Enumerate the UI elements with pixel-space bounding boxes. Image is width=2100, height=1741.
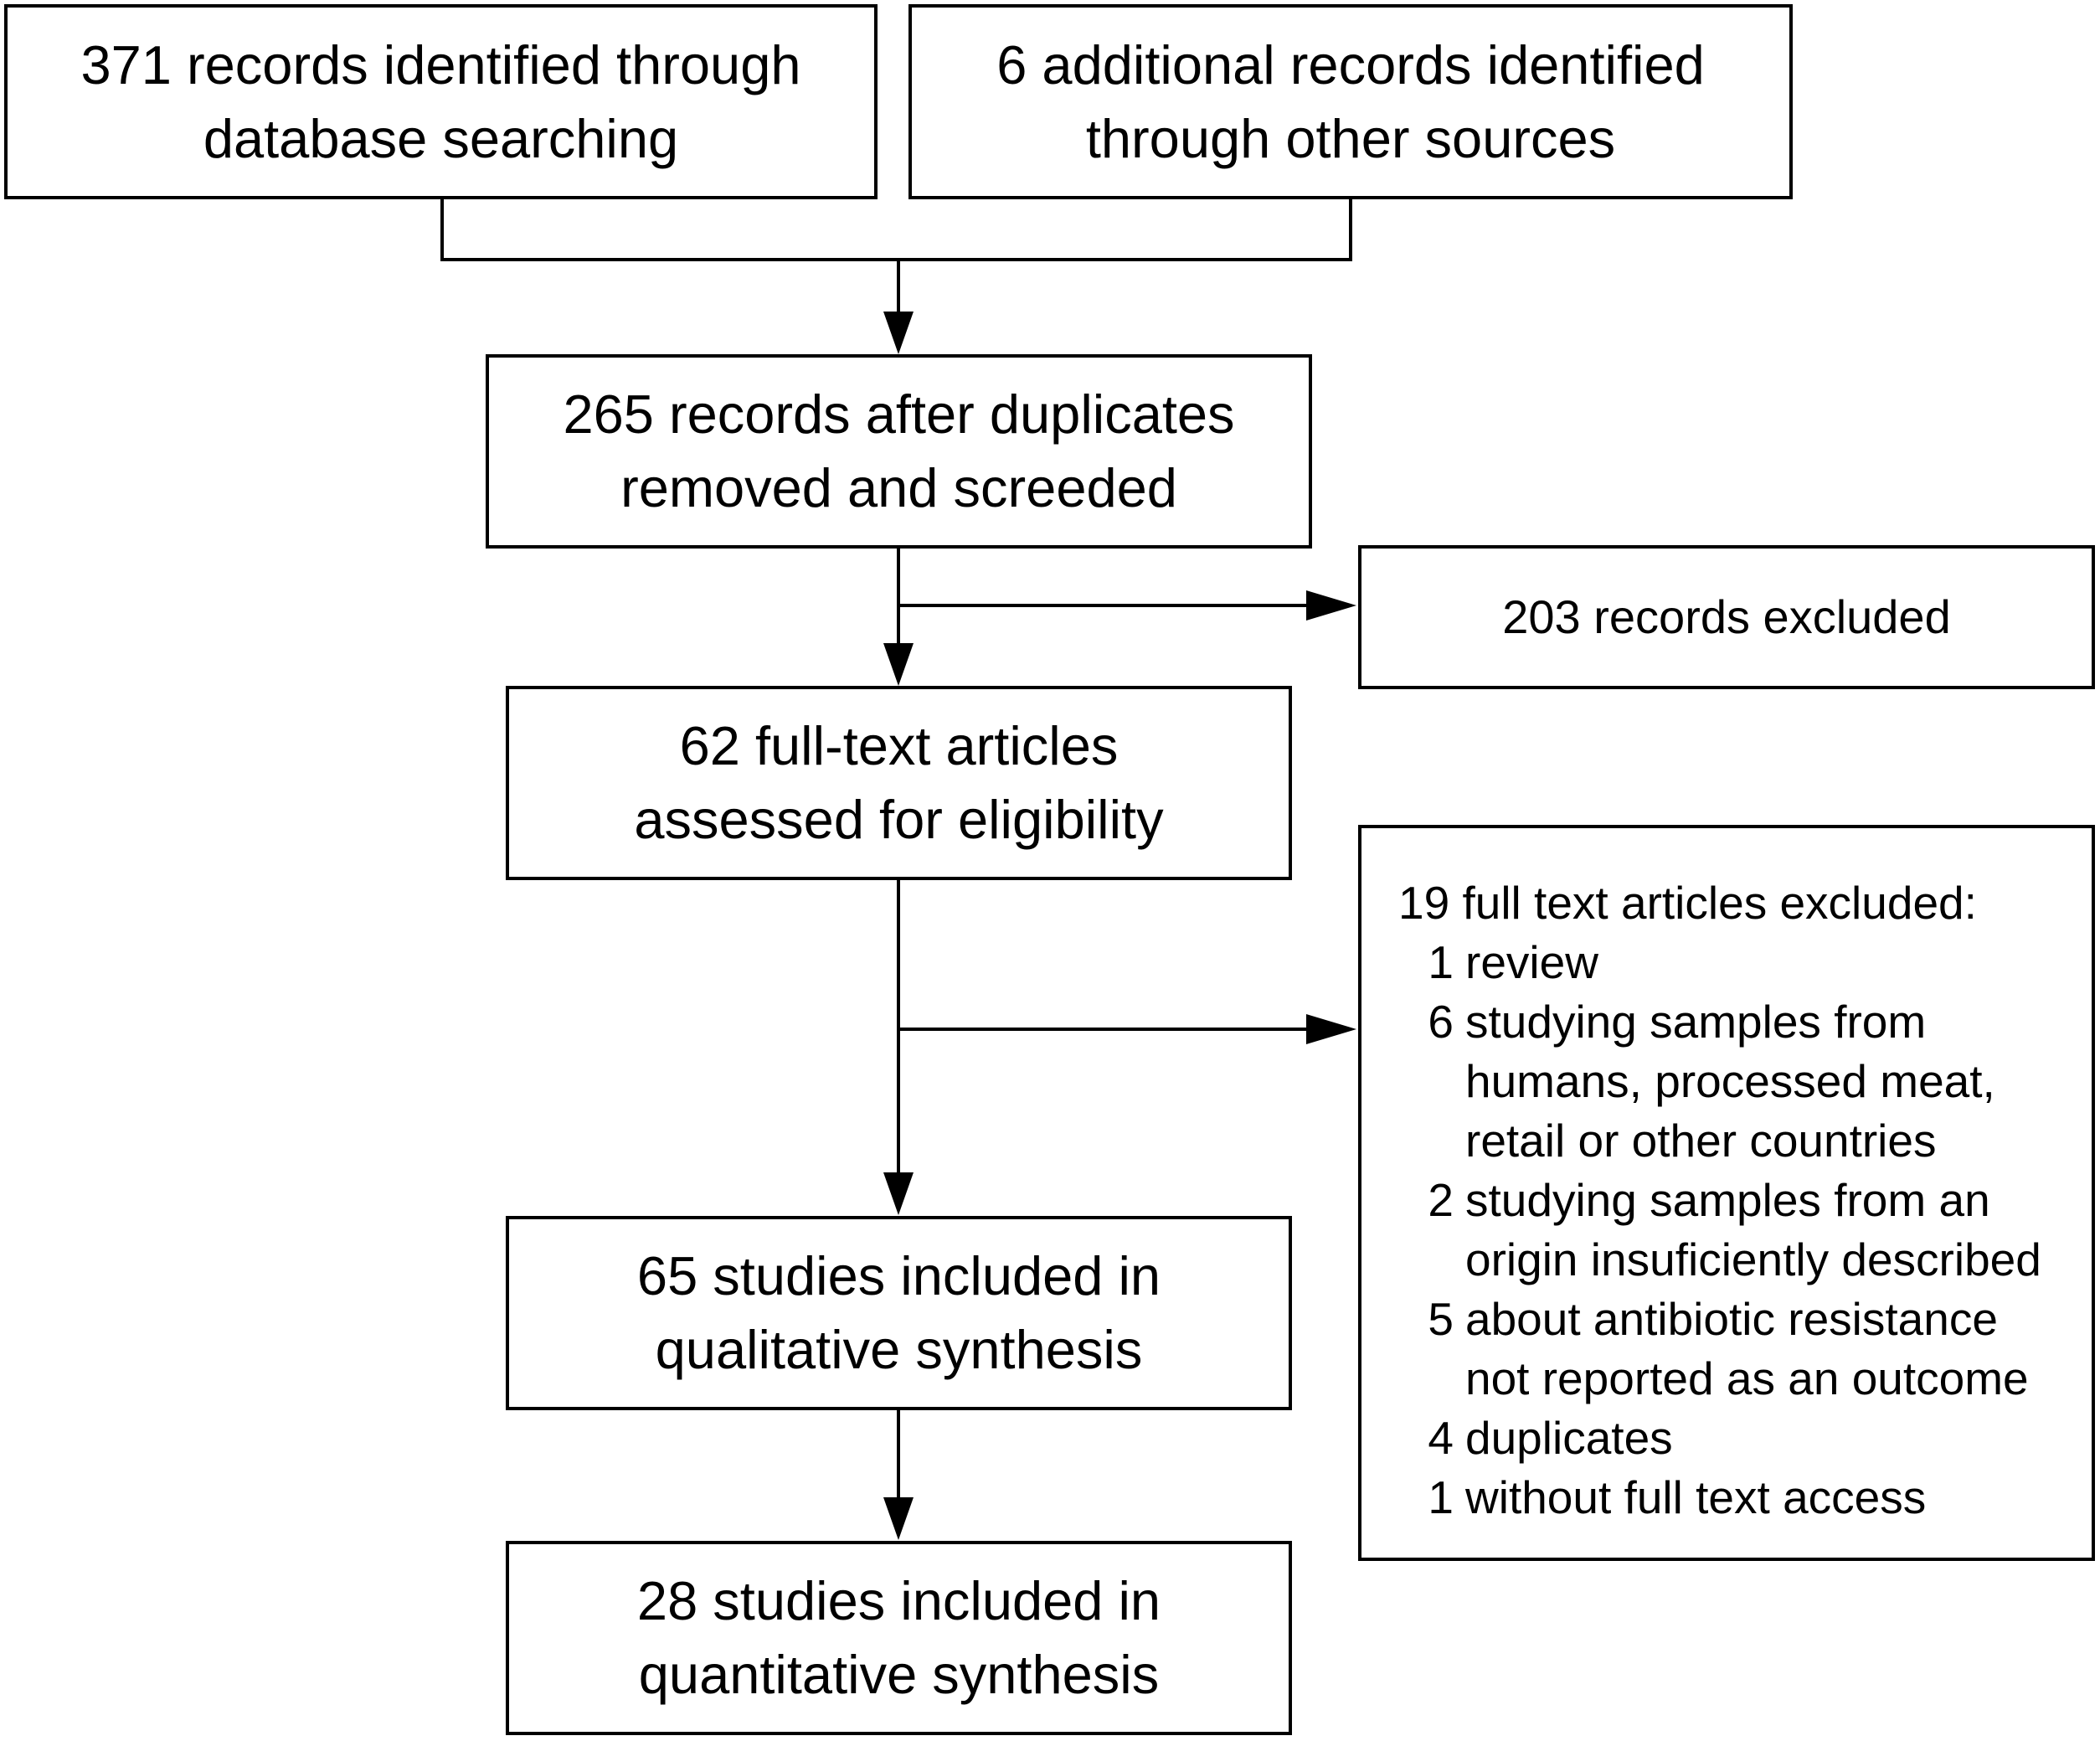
excluded-reason: 5 about antibiotic resistance not report…	[1398, 1290, 2029, 1409]
database-search-line-1: 371 records identified through	[80, 33, 801, 95]
excluded-reason-text: duplicates	[1465, 1412, 1673, 1464]
excluded-reason-count: 2	[1428, 1174, 1454, 1226]
excluded-reason: 2 studying samples from an origin insufi…	[1398, 1171, 2041, 1290]
arrowhead-after-duplicates	[883, 312, 914, 354]
quantitative-line-2: quantitative synthesis	[638, 1644, 1160, 1705]
arrowhead-full-text	[883, 643, 914, 686]
excluded-reason-count: 1	[1428, 936, 1454, 988]
excluded-reason-text: origin insuficiently described	[1465, 1234, 2041, 1285]
excluded-reason: 4 duplicates	[1398, 1409, 1673, 1468]
excluded-heading: 19 full text articles excluded:	[1398, 877, 1977, 929]
qualitative-line-2: qualitative synthesis	[655, 1319, 1143, 1380]
arrowhead-records-excluded	[1306, 590, 1356, 621]
excluded-reason-text: studying samples from an	[1465, 1174, 1990, 1226]
quantitative-line-1: 28 studies included in	[636, 1570, 1161, 1631]
arrowhead-quantitative	[883, 1497, 914, 1540]
other-sources-line-1: 6 additional records identified	[996, 33, 1705, 95]
excluded-reason: 1 without full text access	[1398, 1468, 1926, 1527]
excluded-reason-text: studying samples from	[1465, 996, 1927, 1048]
full-text-line-2: assessed for eligibility	[634, 789, 1164, 850]
after-duplicates-line-2: removed and screeded	[620, 457, 1177, 518]
excluded-reason-count: 5	[1428, 1293, 1454, 1345]
database-search-box: 371 records identified through database …	[4, 4, 878, 199]
excluded-reason: 6 studying samples from humans, processe…	[1398, 992, 1995, 1171]
arrowhead-ft-excluded	[1306, 1014, 1356, 1044]
full-text-assessed-box: 62 full-text articles assessed for eligi…	[506, 686, 1292, 880]
excluded-reason-count: 6	[1428, 996, 1454, 1048]
qualitative-synthesis-box: 65 studies included in qualitative synth…	[506, 1216, 1292, 1410]
excluded-reason-text: not reported as an outcome	[1465, 1352, 2029, 1404]
excluded-reason-text: about antibiotic resistance	[1465, 1293, 1998, 1345]
database-search-line-2: database searching	[203, 107, 679, 169]
excluded-reason-count: 4	[1428, 1412, 1454, 1464]
excluded-reason: 1 review	[1398, 933, 1598, 992]
merge-connector	[440, 199, 1352, 261]
excluded-reason-text: review	[1465, 936, 1598, 988]
full-text-line-1: 62 full-text articles	[679, 715, 1119, 776]
after-duplicates-box: 265 records after duplicates removed and…	[486, 354, 1312, 549]
excluded-reason-text: humans, processed meat,	[1465, 1055, 1995, 1107]
other-sources-line-2: through other sources	[1085, 107, 1616, 169]
records-excluded-line: 203 records excluded	[1502, 590, 1951, 643]
qualitative-line-1: 65 studies included in	[636, 1245, 1161, 1306]
excluded-reason-text: without full text access	[1465, 1471, 1927, 1523]
arrowhead-qualitative	[883, 1172, 914, 1215]
other-sources-box: 6 additional records identified through …	[908, 4, 1793, 199]
excluded-reason-count: 1	[1428, 1471, 1454, 1523]
excluded-reason-text: retail or other countries	[1465, 1115, 1937, 1167]
quantitative-synthesis-box: 28 studies included in quantitative synt…	[506, 1541, 1292, 1735]
records-excluded-box: 203 records excluded	[1358, 545, 2095, 689]
full-text-excluded-box: 19 full text articles excluded: 1 review…	[1358, 825, 2095, 1561]
after-duplicates-line-1: 265 records after duplicates	[563, 384, 1235, 445]
